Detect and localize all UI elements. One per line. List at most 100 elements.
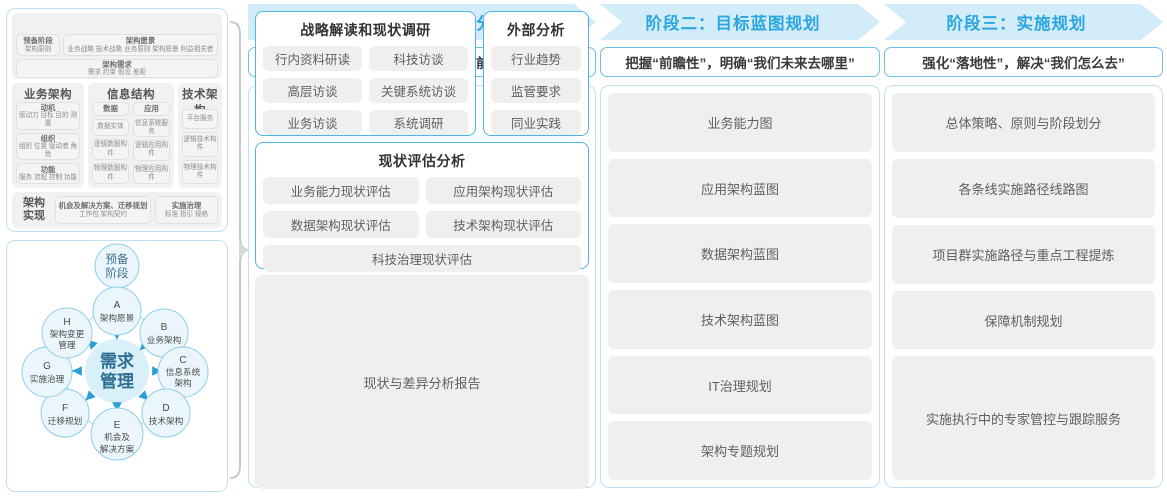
adm-node-h-label2: 管理 [58, 339, 76, 350]
phase-1-report-chip[interactable]: 现状与差异分析报告 [255, 275, 589, 489]
card-strategy-title: 战略解读和现状调研 [300, 22, 431, 38]
phase-3: 阶段三：实施规划 强化“落地性”，解决“我们怎么去” 总体策略、原则与阶段划分 … [884, 4, 1163, 496]
togaf-technology-cell: 平台服务 [182, 109, 218, 129]
adm-node-c-label2: 架构 [174, 377, 192, 388]
chip-phase3-item[interactable]: 实施执行中的专家管控与跟踪服务 [892, 356, 1155, 481]
phase-2: 阶段二：目标蓝图规划 把握“前瞻性”，明确“我们未来去哪里” 业务能力图 应用架… [600, 4, 880, 496]
chip-phase3-item[interactable]: 项目群实施路径与重点工程提炼 [892, 224, 1155, 284]
adm-node-g-label: 实施治理 [30, 373, 65, 384]
togaf-requirements-band: 预备阶段 架构原则 架构愿景 业务战略 技术战略 业务原则 架构愿景 利益相关者… [12, 13, 222, 79]
togaf-opportunity-cell: 机会及解决方案、迁移规划 工作包 架构契约 [55, 196, 151, 224]
phase-2-body: 业务能力图 应用架构蓝图 数据架构蓝图 技术架构蓝图 IT治理规划 架构专题规划 [600, 85, 880, 488]
adm-node-a [92, 286, 142, 336]
adm-node-b-key: B [161, 322, 168, 333]
togaf-technology-architecture-column: 技术架构 平台服务 逻辑技术构件 物理技术构件 [178, 83, 222, 188]
adm-cycle-panel: 需求 管理 预备 阶段 [6, 240, 228, 492]
adm-node-h-label1: 架构变更 [50, 328, 85, 339]
adm-node-a-key: A [114, 300, 121, 311]
chip-assess-item[interactable]: 科技治理现状评估 [263, 245, 581, 272]
chip-phase2-item[interactable]: 数据架构蓝图 [608, 224, 872, 284]
togaf-realization-band: 架构 实现 机会及解决方案、迁移规划 工作包 架构契约 实施治理 标准 指引 规… [12, 192, 222, 228]
togaf-data-cell: 逻辑数据构件 [92, 139, 129, 161]
chip-strategy-item[interactable]: 科技访谈 [369, 46, 468, 71]
phase-3-header-text: 阶段三：实施规划 [946, 15, 1087, 33]
chip-phase2-item[interactable]: 架构专题规划 [608, 421, 872, 481]
chip-assess-item[interactable]: 应用架构现状评估 [425, 177, 581, 204]
chip-external-item[interactable]: 监管要求 [491, 78, 581, 103]
chip-external-item[interactable]: 同业实践 [491, 110, 581, 135]
chip-phase2-item[interactable]: 业务能力图 [608, 93, 872, 152]
chip-assess-item[interactable]: 数据架构现状评估 [263, 211, 419, 238]
togaf-domains-band: 业务架构 动机 驱动力 目标 目的 测量 组织 组织 位置 驱动者 角色 功能 [12, 83, 222, 188]
card-assess-title: 现状评估分析 [378, 153, 466, 169]
togaf-data-cell: 数据实体 [92, 118, 129, 137]
togaf-business-cell: 组织 组织 位置 驱动者 角色 [16, 132, 80, 161]
adm-node-c-label1: 信息系统 [166, 366, 201, 377]
phase-2-header-text: 阶段二：目标蓝图规划 [645, 15, 821, 33]
chip-phase2-item[interactable]: 应用架构蓝图 [608, 158, 872, 218]
togaf-governance-cell: 实施治理 标准 指引 规格 [155, 196, 218, 224]
adm-node-e-label1: 机会及 [104, 431, 130, 442]
chip-assess-item[interactable]: 业务能力现状评估 [263, 177, 419, 204]
togaf-application-cell: 物理应用构件 [133, 163, 170, 184]
chip-strategy-item[interactable]: 关键系统访谈 [369, 78, 468, 103]
chip-assess-item[interactable]: 技术架构现状评估 [425, 211, 581, 238]
chip-strategy-item[interactable]: 行内资料研读 [263, 46, 362, 71]
chip-strategy-item[interactable]: 系统调研 [369, 110, 468, 135]
togaf-application-cell: 逻辑应用构件 [133, 140, 170, 161]
phase-3-subtitle: 强化“落地性”，解决“我们怎么去” [884, 47, 1163, 77]
card-external-title: 外部分析 [507, 22, 565, 38]
left-column: 架构原则、愿景和需求 预备阶段 架构原则 架构愿景 业务战略 技术战略 业务原则… [6, 8, 228, 492]
togaf-vision-cell: 架构愿景 业务战略 技术战略 业务原则 架构愿景 利益相关者 [63, 34, 218, 56]
togaf-requirement-items: 需求 约束 假设 差距 [87, 69, 147, 77]
adm-node-e-label2: 解决方案 [100, 443, 135, 454]
phase-1: 阶段一：现状及差距分析 坚持“问题论”，分析我们当前在哪里 战略解读和现状调研 … [248, 4, 596, 496]
adm-prep-line1: 预备 [106, 252, 129, 266]
phase-2-subtitle: 把握“前瞻性”，明确“我们未来去哪里” [600, 47, 880, 77]
card-external-analysis: 外部分析 行业趋势 监管要求 同业实践 [483, 11, 589, 136]
adm-node-c-key: C [179, 355, 186, 366]
togaf-business-cell: 功能 服务 流程 控制 功能 [16, 163, 80, 184]
adm-node-b-label: 业务架构 [147, 334, 182, 345]
phase-3-header-bg [884, 4, 1163, 40]
adm-node-g-key: G [43, 361, 51, 372]
chip-phase3-item[interactable]: 各条线实施路径线路图 [892, 158, 1155, 218]
adm-node-d-key: D [162, 403, 169, 414]
chip-phase2-item[interactable]: 技术架构蓝图 [608, 290, 872, 349]
chip-strategy-item[interactable]: 高层访谈 [263, 78, 362, 103]
togaf-business-architecture-column: 业务架构 动机 驱动力 目标 目的 测量 组织 组织 位置 驱动者 角色 功能 [12, 83, 84, 188]
togaf-business-head: 业务架构 [24, 89, 72, 101]
phase-2-header-bg [600, 4, 880, 40]
phase-1-body: 战略解读和现状调研 行内资料研读 科技访谈 高层访谈 关键系统访谈 业务访谈 系… [248, 11, 596, 489]
togaf-business-cell: 动机 驱动力 目标 目的 测量 [16, 102, 80, 130]
togaf-realization-label: 架构 实现 [23, 197, 45, 222]
chip-phase3-item[interactable]: 保障机制规划 [892, 290, 1155, 350]
togaf-framework-panel: 架构原则、愿景和需求 预备阶段 架构原则 架构愿景 业务战略 技术战略 业务原则… [6, 8, 228, 232]
adm-node-prep [94, 243, 140, 289]
togaf-vision-items: 业务战略 技术战略 业务原则 架构愿景 利益相关者 [67, 45, 214, 53]
adm-node-a-label: 架构愿景 [100, 312, 135, 323]
adm-node-d [141, 388, 191, 438]
adm-node-d-label: 技术架构 [149, 415, 184, 426]
togaf-data-cell: 物理数据构件 [92, 163, 129, 184]
togaf-requirement-cell: 架构需求 需求 约束 假设 差距 [16, 59, 218, 78]
togaf-application-title-cell: 应用 [133, 102, 170, 116]
togaf-information-architecture-column: 信息结构 数据 数据实体 逻辑数据构件 [88, 83, 174, 188]
togaf-technology-cell: 物理技术构件 [182, 159, 218, 184]
adm-center-circle [85, 339, 149, 403]
togaf-vision-title: 架构愿景 [125, 36, 156, 46]
phase-3-header: 阶段三：实施规划 [884, 4, 1163, 40]
chip-external-item[interactable]: 行业趋势 [491, 46, 581, 71]
chip-strategy-item[interactable]: 业务访谈 [263, 110, 362, 135]
togaf-information-head: 信息结构 [107, 89, 155, 101]
adm-node-f-label: 迁移规划 [48, 415, 82, 426]
adm-prep-line2: 阶段 [106, 266, 129, 280]
chip-phase3-item[interactable]: 总体策略、原则与阶段划分 [892, 93, 1155, 152]
togaf-technology-cell: 逻辑技术构件 [182, 132, 218, 157]
chip-phase2-item[interactable]: IT治理规划 [608, 355, 872, 415]
togaf-prep-cell: 预备阶段 架构原则 [16, 34, 60, 56]
card-current-state-assessment: 现状评估分析 业务能力现状评估 应用架构现状评估 数据架构现状评估 技术架构现状… [255, 142, 589, 272]
adm-center-line1: 需求 [100, 351, 134, 371]
togaf-prep-line1: 预备阶段 [23, 36, 53, 46]
